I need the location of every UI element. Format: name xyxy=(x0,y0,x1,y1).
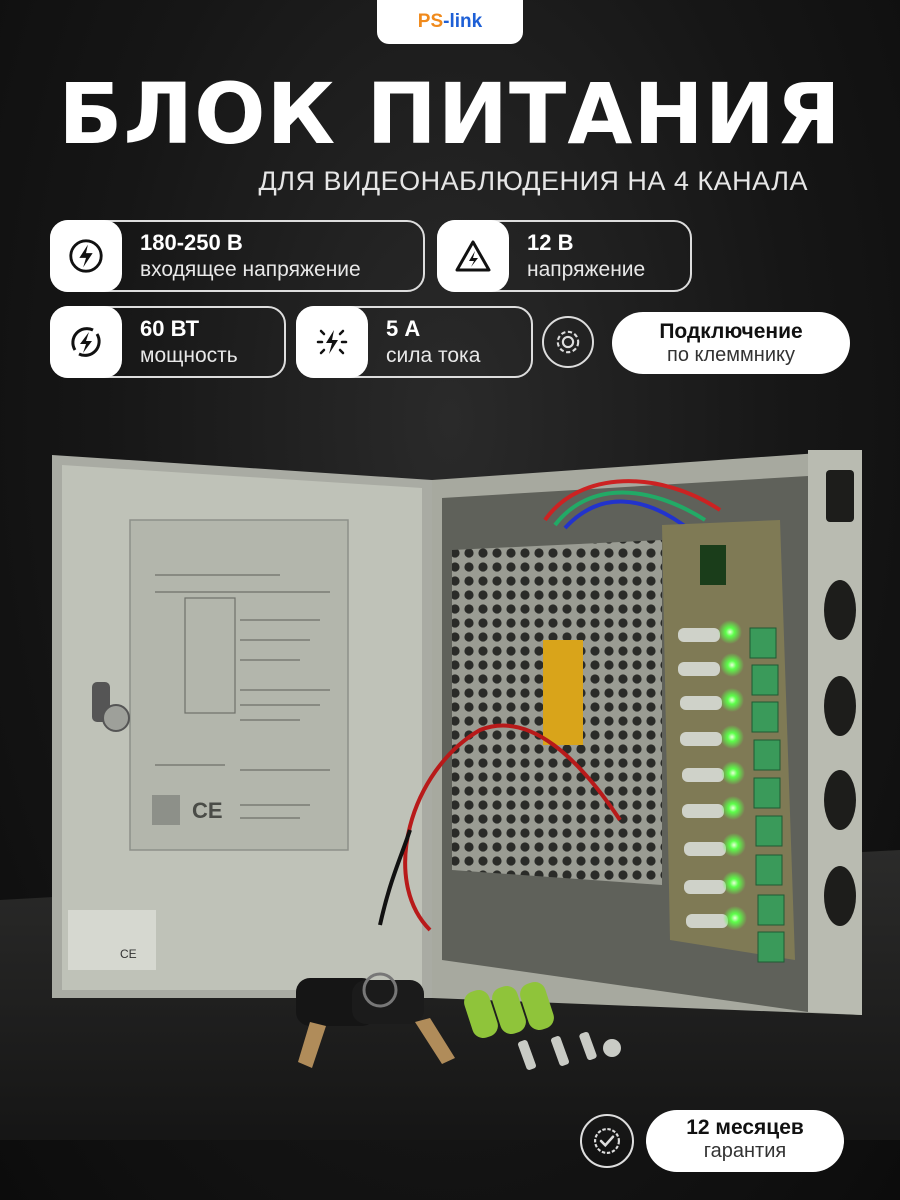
power-circle-icon xyxy=(50,306,122,378)
connection-pill: Подключение по клеммнику xyxy=(612,312,850,374)
spec-label: входящее напряжение xyxy=(140,258,361,281)
spec-power: 60 ВТ мощность xyxy=(50,306,286,378)
spec-current: 5 А сила тока xyxy=(296,306,533,378)
gear-circle-icon xyxy=(542,316,594,368)
spark-icon xyxy=(296,306,368,378)
lightning-circle-icon xyxy=(50,220,122,292)
spec-input-voltage: 180-250 В входящее напряжение xyxy=(50,220,425,292)
brand-logo: PS-link xyxy=(377,0,523,44)
brand-suffix: -link xyxy=(443,11,483,32)
page-title: БЛОК ПИТАНИЯ xyxy=(58,65,842,163)
spec-value: 180-250 В xyxy=(140,230,243,255)
page-subtitle: ДЛЯ ВИДЕОНАБЛЮДЕНИЯ НА 4 КАНАЛА xyxy=(258,166,808,196)
spec-label: напряжение xyxy=(527,258,646,281)
brand-prefix: PS xyxy=(417,11,444,32)
spec-output-voltage: 12 В напряжение xyxy=(437,220,692,292)
spec-value: 5 А xyxy=(386,316,421,341)
spec-label: сила тока xyxy=(386,344,481,367)
warranty-pill: 12 месяцев гарантия xyxy=(646,1110,844,1172)
warranty-detail: гарантия xyxy=(703,1140,787,1162)
spec-value: 12 В xyxy=(527,230,574,255)
spec-value: 60 ВТ xyxy=(140,316,200,341)
spec-label: мощность xyxy=(140,344,238,367)
connection-title: Подключение xyxy=(659,320,803,343)
ce-mark: CE xyxy=(192,798,223,823)
warranty-title: 12 месяцев xyxy=(686,1116,804,1139)
check-badge-icon xyxy=(580,1114,634,1168)
connection-detail: по клеммнику xyxy=(667,344,795,366)
svg-text:CE: CE xyxy=(120,947,137,961)
warning-triangle-icon xyxy=(437,220,509,292)
product-image: CE CE xyxy=(0,450,900,1140)
